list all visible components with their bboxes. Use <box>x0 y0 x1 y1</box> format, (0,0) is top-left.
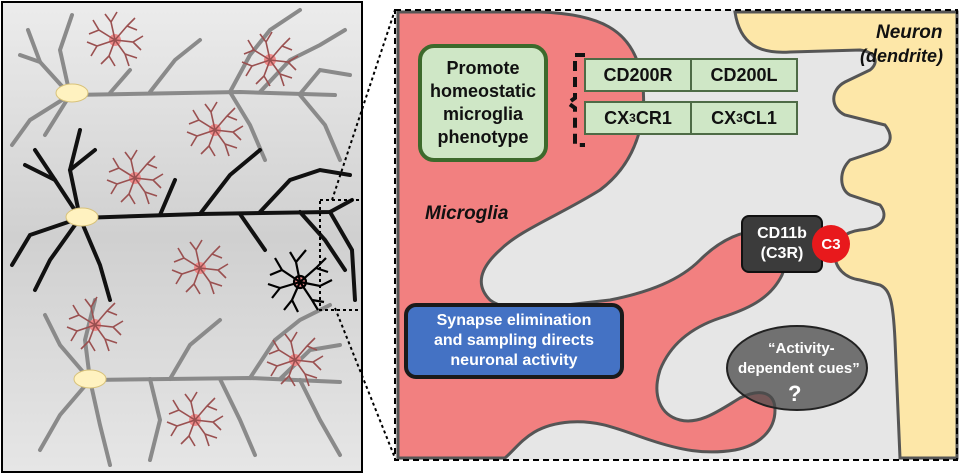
question-mark: ? <box>788 381 802 406</box>
cd11b-text: CD11b (C3R) <box>757 225 807 262</box>
cd200l-cell: CD200L <box>690 58 798 92</box>
cx3cr1-post: CR1 <box>635 107 672 128</box>
bracket <box>564 53 585 147</box>
zoom-panel-border <box>394 9 958 461</box>
cx3cr1-sub: 3 <box>629 111 636 125</box>
zoom-line-bottom <box>334 307 396 459</box>
neuron-sublabel: (dendrite) <box>860 46 943 66</box>
bottom-neuron <box>38 298 342 467</box>
cx3cl1-pre: CX <box>711 107 737 128</box>
activity-cues-line1: “Activity- <box>768 340 835 357</box>
cd11b-receptor: CD11b (C3R) <box>741 215 823 273</box>
c3-ligand: C3 <box>812 225 850 263</box>
synapse-elimination-text: Synapse elimination and sampling directs… <box>433 312 595 369</box>
activity-cues-ellipse <box>726 325 868 411</box>
cx3cl1-sub: 3 <box>736 111 743 125</box>
cx3cl1-post: CL1 <box>742 107 777 128</box>
central-neuron <box>10 128 357 302</box>
zoom-region <box>319 199 363 311</box>
highlighted-microglia <box>267 249 333 313</box>
top-neuron <box>10 8 352 162</box>
cx3cr1-pre: CX <box>604 107 630 128</box>
synapse-elimination-box: Synapse elimination and sampling directs… <box>404 303 624 379</box>
neuron-label: Neuron <box>876 22 943 43</box>
cd200r-cell: CD200R <box>584 58 692 92</box>
promote-homeostatic-box: Promote homeostatic microglia phenotype <box>418 44 548 162</box>
activity-cues-line2: dependent cues” <box>738 360 860 377</box>
left-panel <box>1 1 363 473</box>
promote-homeostatic-text: Promote homeostatic microglia phenotype <box>429 58 537 147</box>
microglia-label: Microglia <box>425 203 509 224</box>
